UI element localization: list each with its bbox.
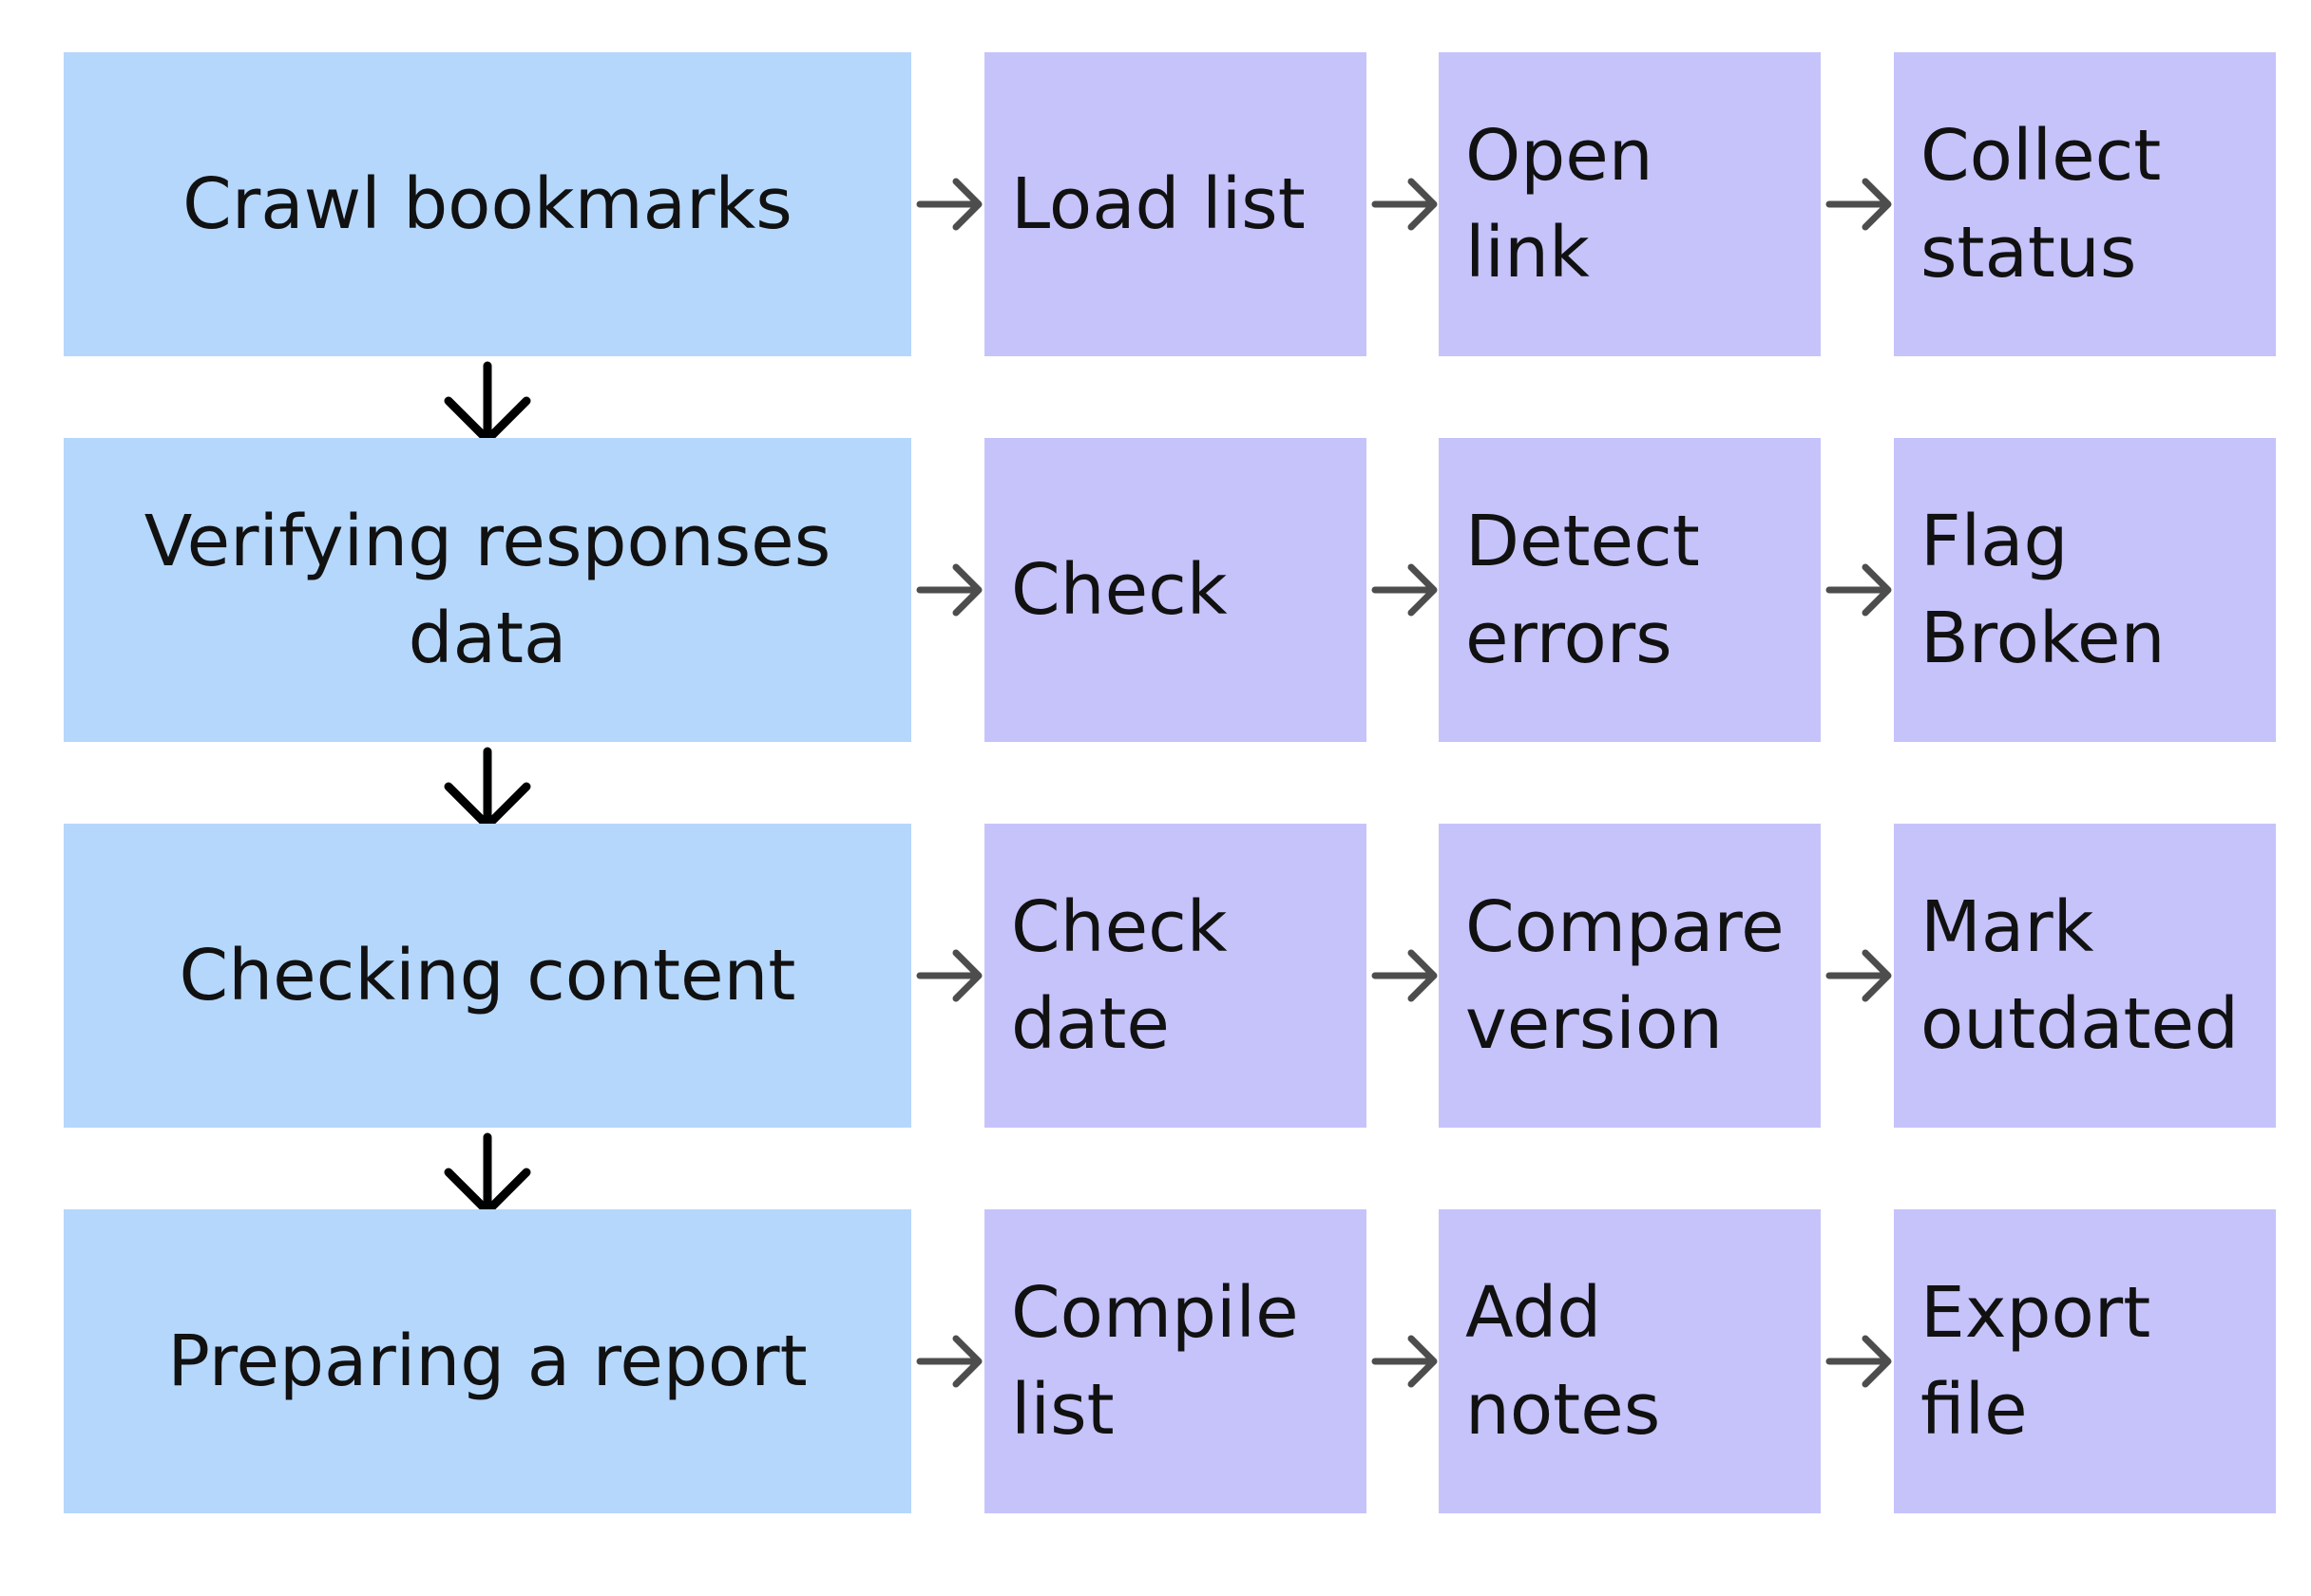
box-text-line: Detect (1465, 501, 1700, 582)
box-label: Compare version (1465, 879, 1785, 1073)
box-text-line: Check (1011, 886, 1228, 968)
arrow-right-icon (1371, 1335, 1438, 1388)
box-text-line: Export (1920, 1272, 2151, 1354)
box-label: Check (1011, 542, 1228, 638)
arrow-right-icon (916, 1335, 983, 1388)
sub-step-box: Collect status (1894, 52, 2276, 356)
box-text-line: data (408, 598, 567, 679)
arrow-right-icon (1825, 178, 1892, 231)
box-text-line: errors (1465, 598, 1672, 679)
box-text-line: status (1920, 212, 2137, 294)
box-label: Preparing a report (167, 1313, 807, 1410)
arrow-right-icon (1825, 563, 1892, 617)
box-label: Add notes (1465, 1264, 1660, 1458)
box-label: Compile list (1011, 1264, 1299, 1458)
box-label: Collect status (1920, 107, 2161, 301)
box-label: Verifying responses data (144, 493, 831, 687)
arrow-down-icon (444, 747, 531, 830)
box-label: Mark outdated (1920, 879, 2239, 1073)
sub-step-box: Open link (1439, 52, 1821, 356)
box-label: Load list (1011, 156, 1306, 253)
arrow-right-icon (1371, 178, 1438, 231)
box-text-line: Compare (1465, 886, 1785, 968)
box-label: Detect errors (1465, 493, 1700, 687)
box-label: Crawl bookmarks (182, 156, 793, 253)
arrow-right-icon (1825, 1335, 1892, 1388)
box-label: Checking content (180, 927, 796, 1024)
box-text-line: Check (1011, 549, 1228, 631)
box-text-line: date (1011, 983, 1170, 1065)
sub-step-box: Compare version (1439, 824, 1821, 1128)
box-text-line: Open (1465, 115, 1653, 197)
main-step-preparing-report: Preparing a report (64, 1209, 911, 1513)
arrow-right-icon (1371, 949, 1438, 1002)
sub-step-box: Check date (984, 824, 1366, 1128)
arrow-right-icon (916, 949, 983, 1002)
box-text-line: Checking content (179, 935, 796, 1016)
sub-step-box: Check (984, 438, 1366, 742)
box-text-line: link (1465, 212, 1590, 294)
sub-step-box: Load list (984, 52, 1366, 356)
box-text-line: Preparing a report (167, 1320, 808, 1402)
box-text-line: Compile (1011, 1272, 1299, 1354)
arrow-down-icon (444, 361, 531, 445)
box-label: Check date (1011, 879, 1228, 1073)
arrow-right-icon (1371, 563, 1438, 617)
box-label: Open link (1465, 107, 1653, 301)
box-text-line: Add (1465, 1272, 1602, 1354)
box-text-line: file (1920, 1369, 2028, 1451)
arrow-right-icon (916, 178, 983, 231)
sub-step-box: Compile list (984, 1209, 1366, 1513)
box-text-line: notes (1465, 1369, 1661, 1451)
box-text-line: Broken (1920, 598, 2166, 679)
main-step-verifying-responses: Verifying responses data (64, 438, 911, 742)
box-text-line: Flag (1920, 501, 2069, 582)
box-text-line: Verifying responses (143, 501, 831, 582)
arrow-right-icon (1825, 949, 1892, 1002)
sub-step-box: Export file (1894, 1209, 2276, 1513)
arrow-down-icon (444, 1132, 531, 1216)
box-text-line: version (1465, 983, 1724, 1065)
sub-step-box: Detect errors (1439, 438, 1821, 742)
box-text-line: Crawl bookmarks (182, 163, 793, 245)
box-text-line: outdated (1920, 983, 2240, 1065)
box-text-line: list (1011, 1369, 1115, 1451)
sub-step-box: Add notes (1439, 1209, 1821, 1513)
box-text-line: Load list (1011, 163, 1306, 245)
main-step-crawl-bookmarks: Crawl bookmarks (64, 52, 911, 356)
box-text-line: Mark (1920, 886, 2094, 968)
arrow-right-icon (916, 563, 983, 617)
box-text-line: Collect (1920, 115, 2162, 197)
main-step-checking-content: Checking content (64, 824, 911, 1128)
box-label: Export file (1920, 1264, 2150, 1458)
sub-step-box: Mark outdated (1894, 824, 2276, 1128)
